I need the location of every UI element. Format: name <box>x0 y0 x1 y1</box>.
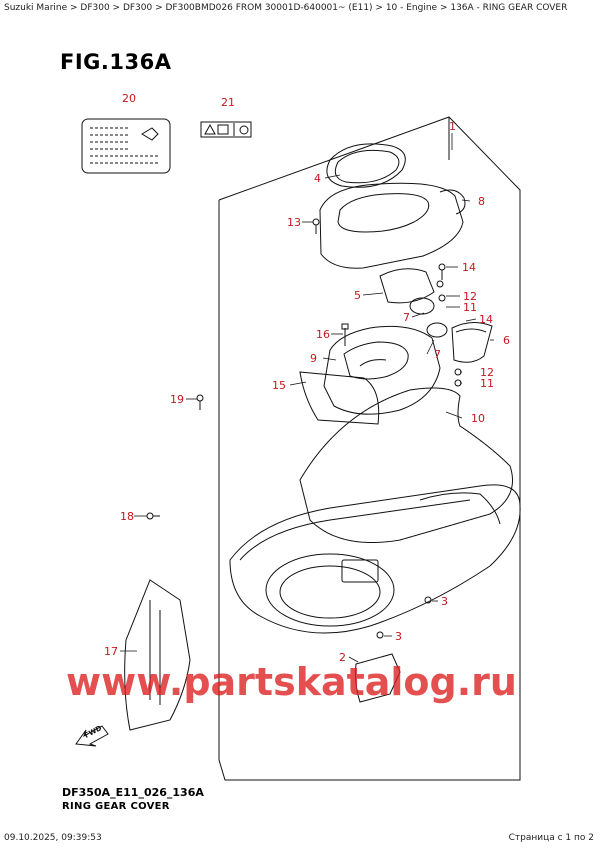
figure-title: FIG.136A <box>60 50 172 74</box>
bolt-19 <box>196 394 204 410</box>
callout-11a[interactable]: 11 <box>463 301 477 314</box>
callout-2[interactable]: 2 <box>339 651 346 664</box>
label-part-20 <box>81 118 171 174</box>
callout-14a[interactable]: 14 <box>462 261 476 274</box>
callout-6[interactable]: 6 <box>503 334 510 347</box>
shield-plate-15 <box>299 371 380 425</box>
callout-19[interactable]: 19 <box>170 393 184 406</box>
callout-15[interactable]: 15 <box>272 379 286 392</box>
intake-silencer-6 <box>451 322 493 363</box>
callout-5[interactable]: 5 <box>354 289 361 302</box>
air-intake-cover <box>319 143 466 269</box>
callout-4[interactable]: 4 <box>314 172 321 185</box>
callout-3a[interactable]: 3 <box>441 595 448 608</box>
callout-16[interactable]: 16 <box>316 328 330 341</box>
bolt-3b <box>376 631 384 639</box>
callout-17[interactable]: 17 <box>104 645 118 658</box>
intake-duct-9 <box>323 325 441 415</box>
callout-18[interactable]: 18 <box>120 510 134 523</box>
bolt-3a <box>424 596 432 604</box>
callout-14b[interactable]: 14 <box>479 313 493 326</box>
leader-lines <box>120 133 494 663</box>
callout-21[interactable]: 21 <box>221 96 235 109</box>
bolt-16 <box>341 323 349 346</box>
diagram-code: DF350A_E11_026_136A <box>62 786 204 799</box>
callout-9[interactable]: 9 <box>310 352 317 365</box>
bracket-2 <box>355 653 401 703</box>
bolt-13 <box>312 218 320 234</box>
breadcrumb[interactable]: Suzuki Marine > DF300 > DF300 > DF300BMD… <box>4 3 568 13</box>
callout-12b[interactable]: 12 <box>480 366 494 379</box>
bolt-18 <box>146 512 160 520</box>
callout-11b[interactable]: 11 <box>480 377 494 390</box>
callout-7b[interactable]: 7 <box>434 348 441 361</box>
callout-8[interactable]: 8 <box>478 195 485 208</box>
forward-arrow-icon: FWD <box>75 724 109 747</box>
callout-20[interactable]: 20 <box>122 92 136 105</box>
footer-page: Страница с 1 по 2 <box>508 833 594 843</box>
callout-12a[interactable]: 12 <box>463 290 477 303</box>
ring-gear-cover-base <box>229 484 521 634</box>
flange-and-seals <box>379 268 462 387</box>
bolt-14a <box>438 263 446 280</box>
callout-13[interactable]: 13 <box>287 216 301 229</box>
callout-7a[interactable]: 7 <box>403 311 410 324</box>
callout-1[interactable]: 1 <box>449 120 456 133</box>
label-part-21 <box>200 121 252 138</box>
guard-17 <box>124 579 191 731</box>
footer-datetime: 09.10.2025, 09:39:53 <box>4 833 102 843</box>
seal-10 <box>299 387 513 543</box>
callout-3b[interactable]: 3 <box>395 630 402 643</box>
diagram-caption: RING GEAR COVER <box>62 801 170 812</box>
watermark: www.partskatalog.ru <box>66 660 517 704</box>
callout-10[interactable]: 10 <box>471 412 485 425</box>
